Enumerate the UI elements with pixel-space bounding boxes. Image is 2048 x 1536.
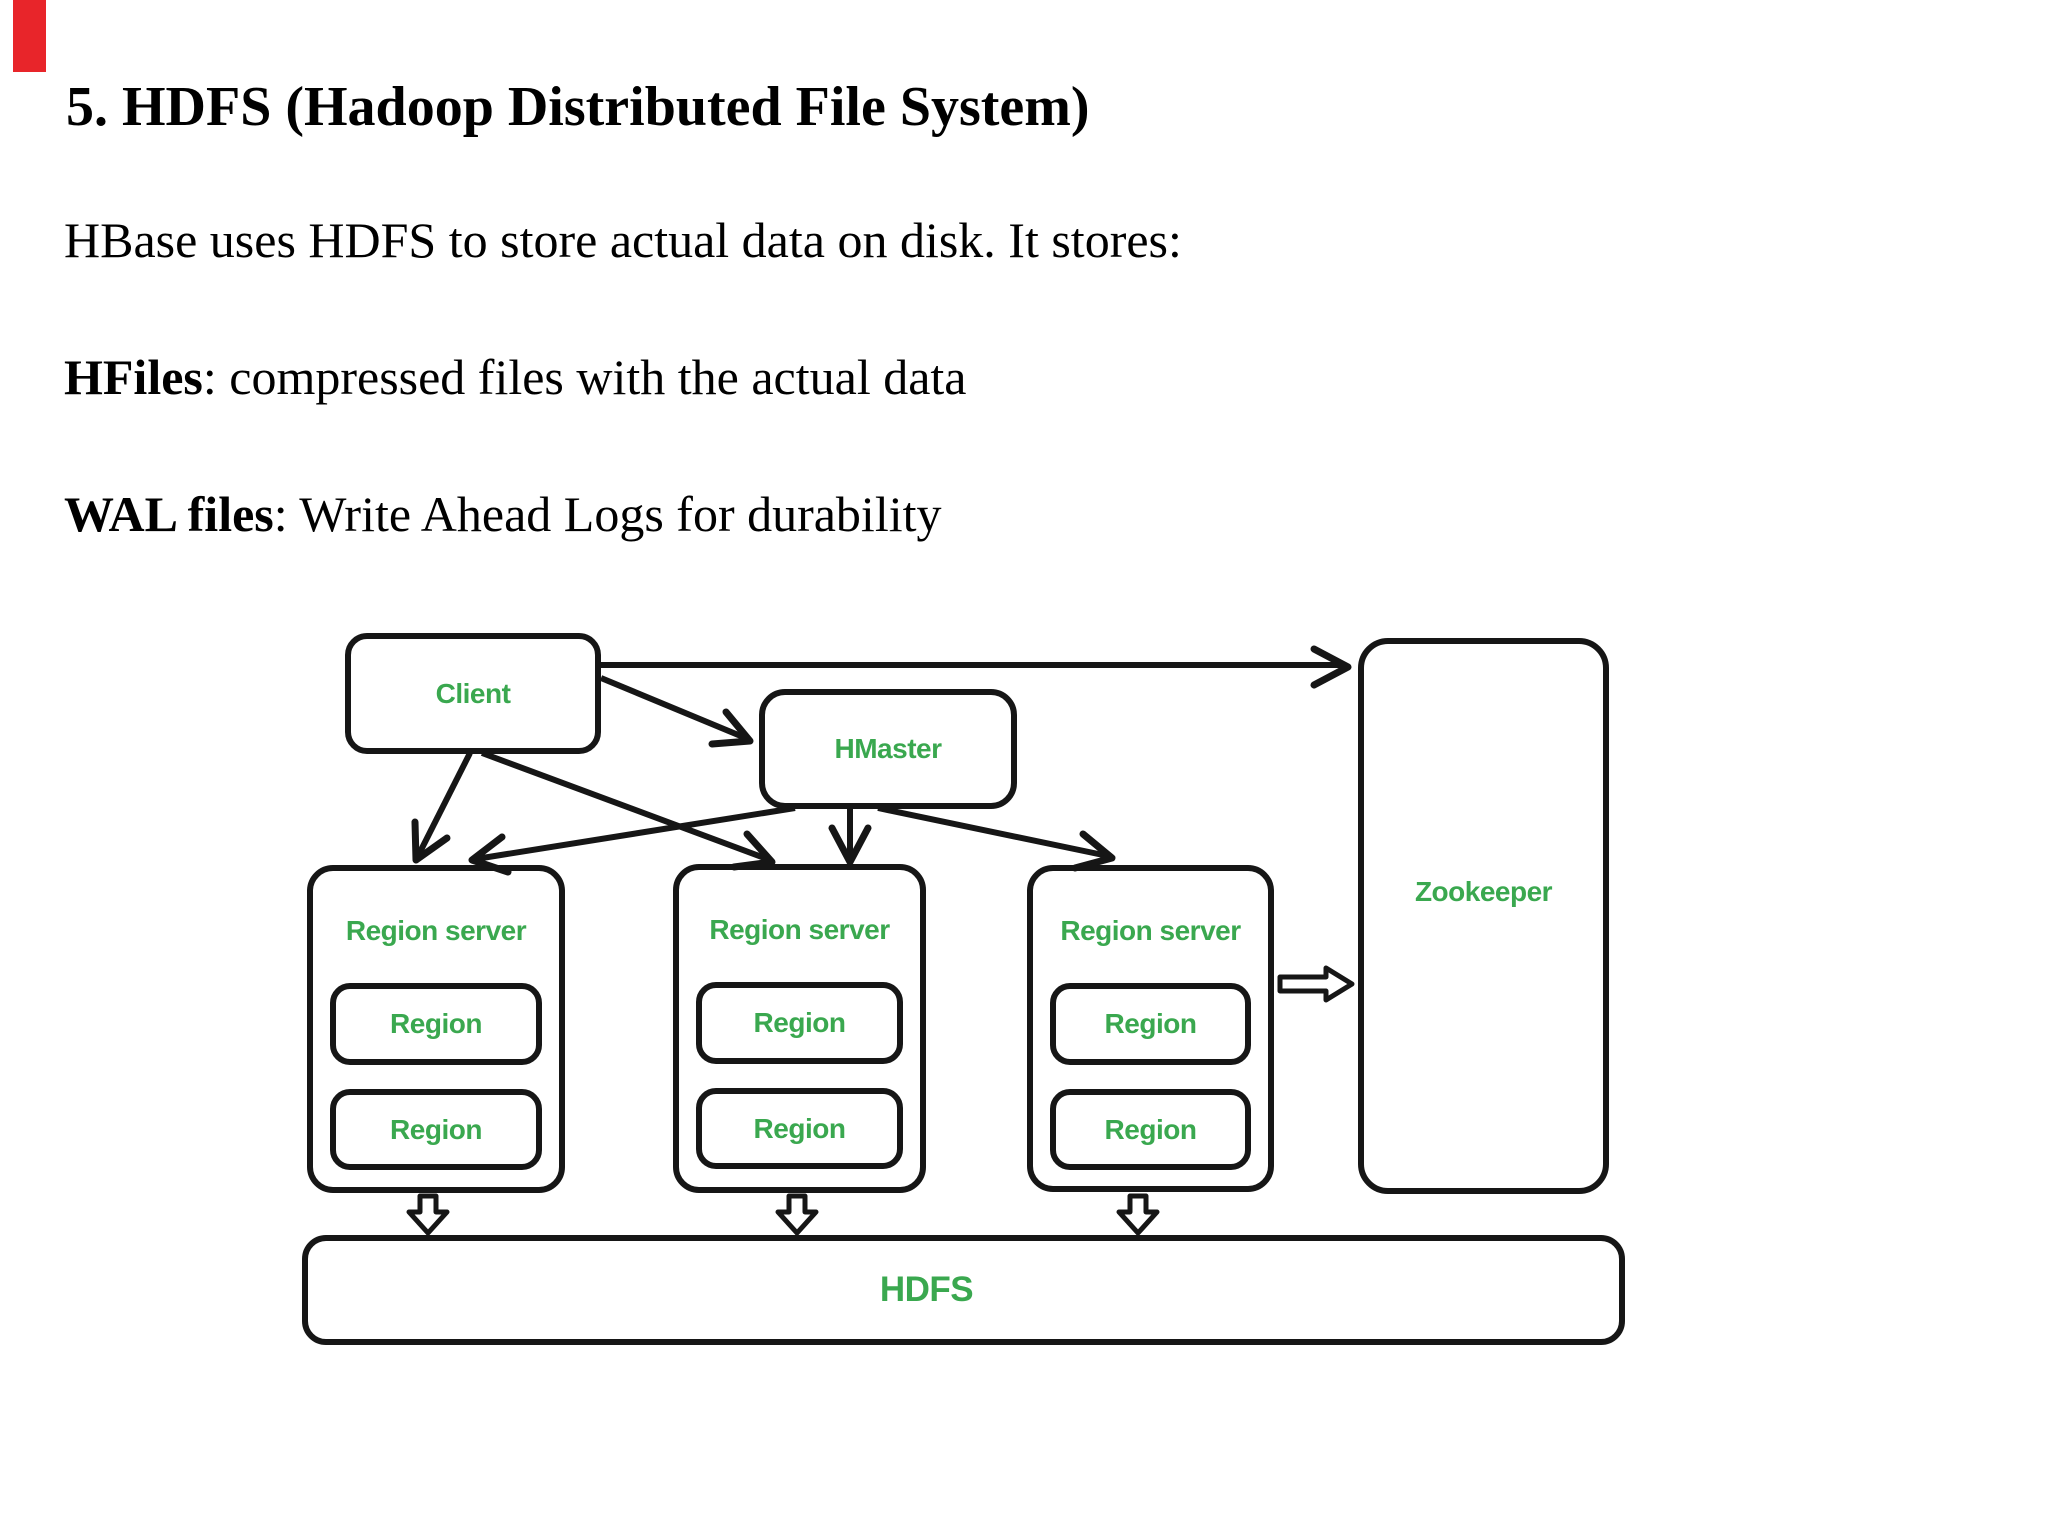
arrowhead-client-to-hmaster bbox=[708, 708, 754, 748]
region-node: Region bbox=[330, 1089, 542, 1170]
hfiles-term: HFiles bbox=[64, 349, 203, 405]
client-label: Client bbox=[435, 677, 511, 709]
arrowhead-client-to-rs2 bbox=[730, 830, 776, 871]
region-server-node-1: Region server Region Region bbox=[307, 865, 565, 1193]
arrow-client-to-rs1 bbox=[415, 751, 473, 858]
region-server-node-2: Region server Region Region bbox=[673, 864, 926, 1193]
hfiles-text: : compressed files with the actual data bbox=[202, 349, 967, 405]
arrow-hmaster-to-rs3 bbox=[877, 805, 1109, 859]
block-arrow-rs3-to-hdfs bbox=[1116, 1193, 1160, 1236]
region-node: Region bbox=[330, 983, 542, 1065]
region-label: Region bbox=[390, 1113, 482, 1145]
region-node: Region bbox=[696, 982, 903, 1064]
hfiles-line: HFiles: compressed files with the actual… bbox=[64, 349, 967, 407]
arrowhead-client-to-zookeeper bbox=[1310, 645, 1352, 689]
region-node: Region bbox=[1050, 983, 1251, 1065]
arrow-hmaster-to-rs1 bbox=[475, 805, 796, 862]
arrow-client-to-hmaster bbox=[599, 675, 750, 742]
intro-paragraph: HBase uses HDFS to store actual data on … bbox=[64, 212, 1182, 268]
zookeeper-label: Zookeeper bbox=[1414, 876, 1553, 907]
region-server-3-label: Region server bbox=[1060, 915, 1241, 946]
region-node: Region bbox=[696, 1088, 903, 1169]
hdfs-label: HDFS bbox=[879, 1270, 974, 1309]
client-node: Client bbox=[345, 633, 601, 754]
block-arrow-rs3-to-zookeeper bbox=[1277, 965, 1355, 1003]
block-arrow-rs1-to-hdfs bbox=[406, 1193, 450, 1236]
wal-text: : Write Ahead Logs for durability bbox=[273, 486, 942, 542]
arrowhead-hmaster-to-rs3 bbox=[1071, 830, 1116, 872]
wal-term: WAL files bbox=[64, 486, 274, 542]
wal-line: WAL files: Write Ahead Logs for durabili… bbox=[64, 486, 942, 544]
hmaster-label: HMaster bbox=[834, 733, 942, 764]
arrow-client-to-rs2 bbox=[480, 750, 772, 863]
region-server-1-label: Region server bbox=[345, 915, 527, 946]
region-label: Region bbox=[390, 1008, 482, 1039]
region-node: Region bbox=[1050, 1089, 1251, 1170]
page-title: 5. HDFS (Hadoop Distributed File System) bbox=[66, 76, 1090, 138]
region-server-node-3: Region server Region Region bbox=[1027, 865, 1274, 1192]
region-label: Region bbox=[1104, 1008, 1197, 1039]
region-label: Region bbox=[753, 1007, 846, 1038]
block-arrow-rs2-to-hdfs bbox=[775, 1193, 819, 1236]
region-label: Region bbox=[753, 1112, 846, 1144]
corner-marker bbox=[13, 0, 46, 72]
arrowhead-client-to-rs1 bbox=[411, 818, 451, 864]
hdfs-node: HDFS bbox=[302, 1235, 1625, 1345]
region-server-2-label: Region server bbox=[709, 914, 890, 945]
arrowhead-hmaster-to-rs2 bbox=[828, 824, 872, 866]
region-label: Region bbox=[1104, 1113, 1197, 1145]
zookeeper-node: Zookeeper bbox=[1358, 638, 1609, 1194]
hmaster-node: HMaster bbox=[759, 689, 1017, 809]
